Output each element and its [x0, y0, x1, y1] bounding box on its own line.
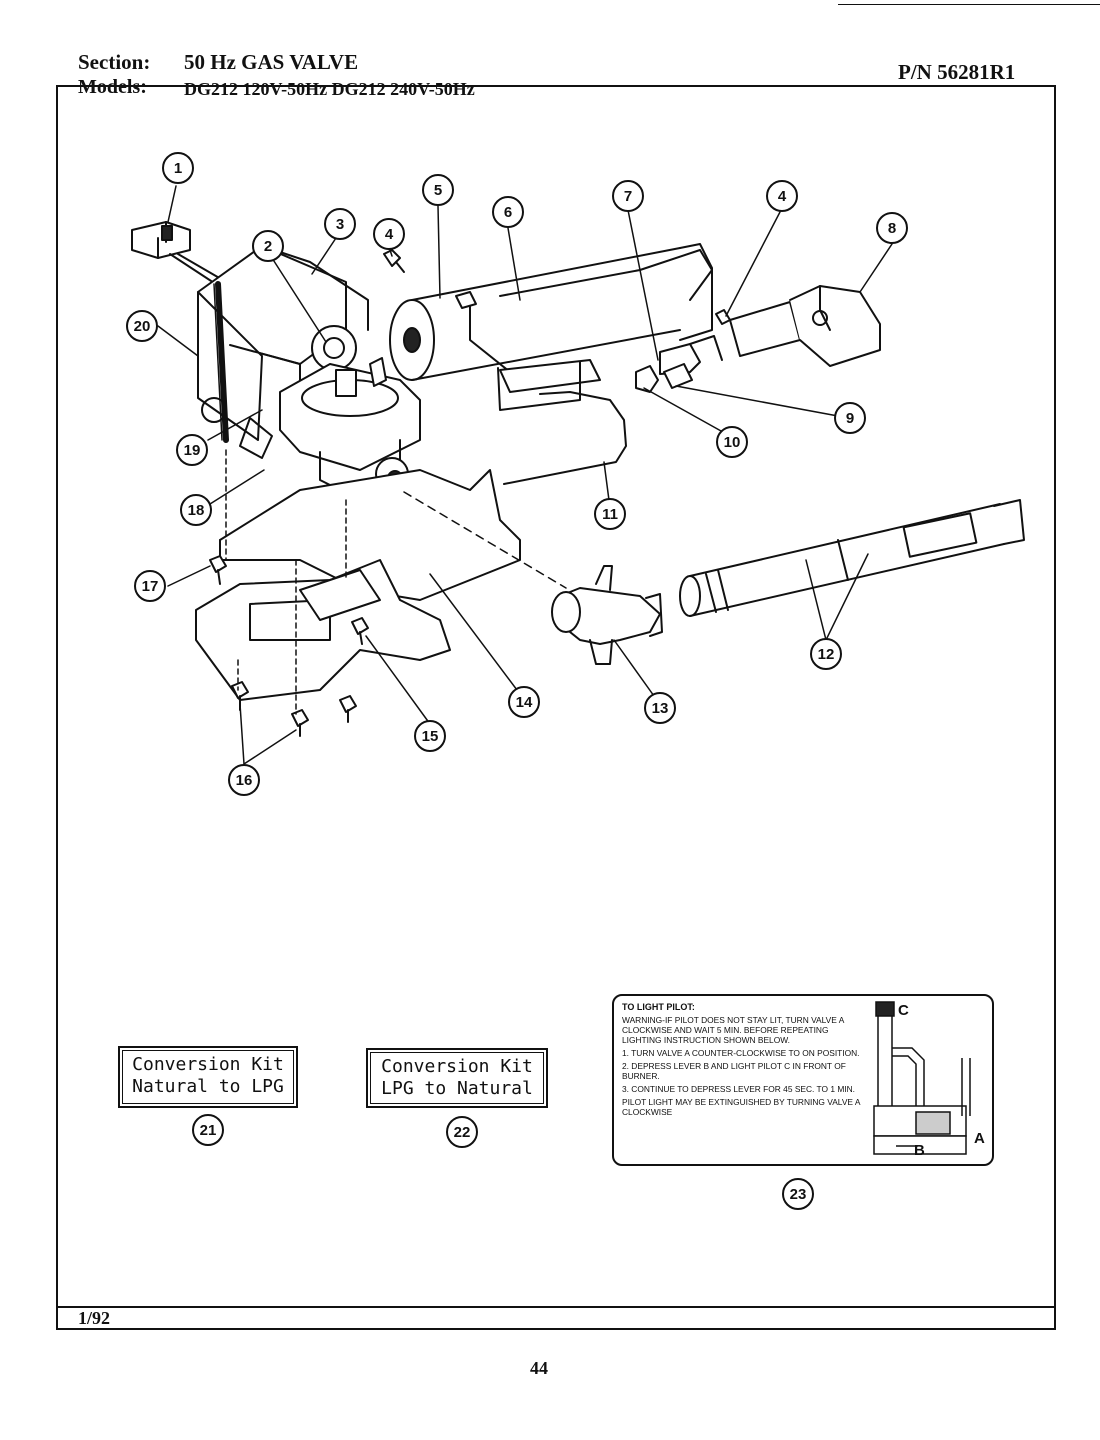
pilot-warning: WARNING-IF PILOT DOES NOT STAY LIT, TURN…: [622, 1015, 844, 1045]
callout-5: 5: [434, 182, 442, 199]
section-label: Section:: [78, 50, 151, 74]
pilot-title: TO LIGHT PILOT:: [622, 1002, 695, 1012]
pilot-step-3: 3. CONTINUE TO DEPRESS LEVER FOR 45 SEC.…: [622, 1084, 856, 1094]
pilot-instructions: TO LIGHT PILOT: WARNING-IF PILOT DOES NO…: [622, 1002, 862, 1120]
kit-inner-border: [122, 1050, 294, 1104]
callout-4b: 4: [778, 188, 787, 205]
callout-18: 18: [188, 502, 205, 519]
pilot-mark-c: C: [898, 1002, 909, 1019]
top-edge-rule: [838, 4, 1100, 5]
conversion-kit-lpg-to-natural: Conversion Kit LPG to Natural: [366, 1048, 548, 1108]
callout-10: 10: [724, 434, 741, 451]
callout-11: 11: [602, 506, 618, 523]
callout-8: 8: [888, 220, 896, 237]
section-title: 50 Hz GAS VALVE: [184, 50, 359, 74]
kit22-line1: Conversion Kit: [381, 1056, 533, 1077]
callout-13: 13: [652, 700, 669, 717]
callout-16: 16: [236, 772, 253, 789]
callout-3: 3: [336, 216, 344, 233]
callout-15: 15: [422, 728, 439, 745]
conversion-kit-natural-to-lpg: Conversion Kit Natural to LPG: [118, 1046, 298, 1108]
pilot-valve-illustration: [873, 1001, 971, 1155]
kit21-line2: Natural to LPG: [132, 1076, 284, 1097]
callout-12: 12: [818, 646, 835, 663]
models-list: DG212 120V-50Hz DG212 240V-50Hz: [184, 79, 475, 99]
callout-6: 6: [504, 204, 512, 221]
callout-20: 20: [134, 318, 151, 335]
callout-9: 9: [846, 410, 854, 427]
callout-1: 1: [174, 160, 182, 177]
callout-23: 23: [790, 1186, 807, 1203]
diagram-frame: [56, 85, 1056, 1330]
callout-22: 22: [454, 1124, 471, 1141]
part-number: P/N 56281R1: [898, 60, 1016, 84]
pilot-lighting-label: TO LIGHT PILOT: WARNING-IF PILOT DOES NO…: [612, 994, 994, 1166]
models-label: Models:: [78, 76, 147, 98]
kit22-line2: LPG to Natural: [381, 1078, 533, 1099]
footer-rule: [56, 1306, 1056, 1308]
callout-14: 14: [516, 694, 533, 711]
page-number: 44: [530, 1358, 548, 1378]
callout-7: 7: [624, 188, 632, 205]
callout-19: 19: [184, 442, 201, 459]
lever-mark-b: B: [914, 1142, 925, 1159]
callout-2: 2: [264, 238, 272, 255]
pilot-step-1: 1. TURN VALVE A COUNTER-CLOCKWISE TO ON …: [622, 1048, 860, 1058]
revision-date: 1/92: [78, 1308, 111, 1328]
callout-17: 17: [142, 578, 159, 595]
callout-4a: 4: [385, 226, 394, 243]
callout-21: 21: [200, 1122, 217, 1139]
pilot-note: PILOT LIGHT MAY BE EXTINGUISHED BY TURNI…: [622, 1097, 860, 1117]
pilot-step-2: 2. DEPRESS LEVER B AND LIGHT PILOT C IN …: [622, 1061, 846, 1081]
kit-inner-border: [370, 1052, 544, 1104]
kit21-line1: Conversion Kit: [132, 1054, 284, 1075]
valve-mark-a: A: [974, 1130, 985, 1147]
